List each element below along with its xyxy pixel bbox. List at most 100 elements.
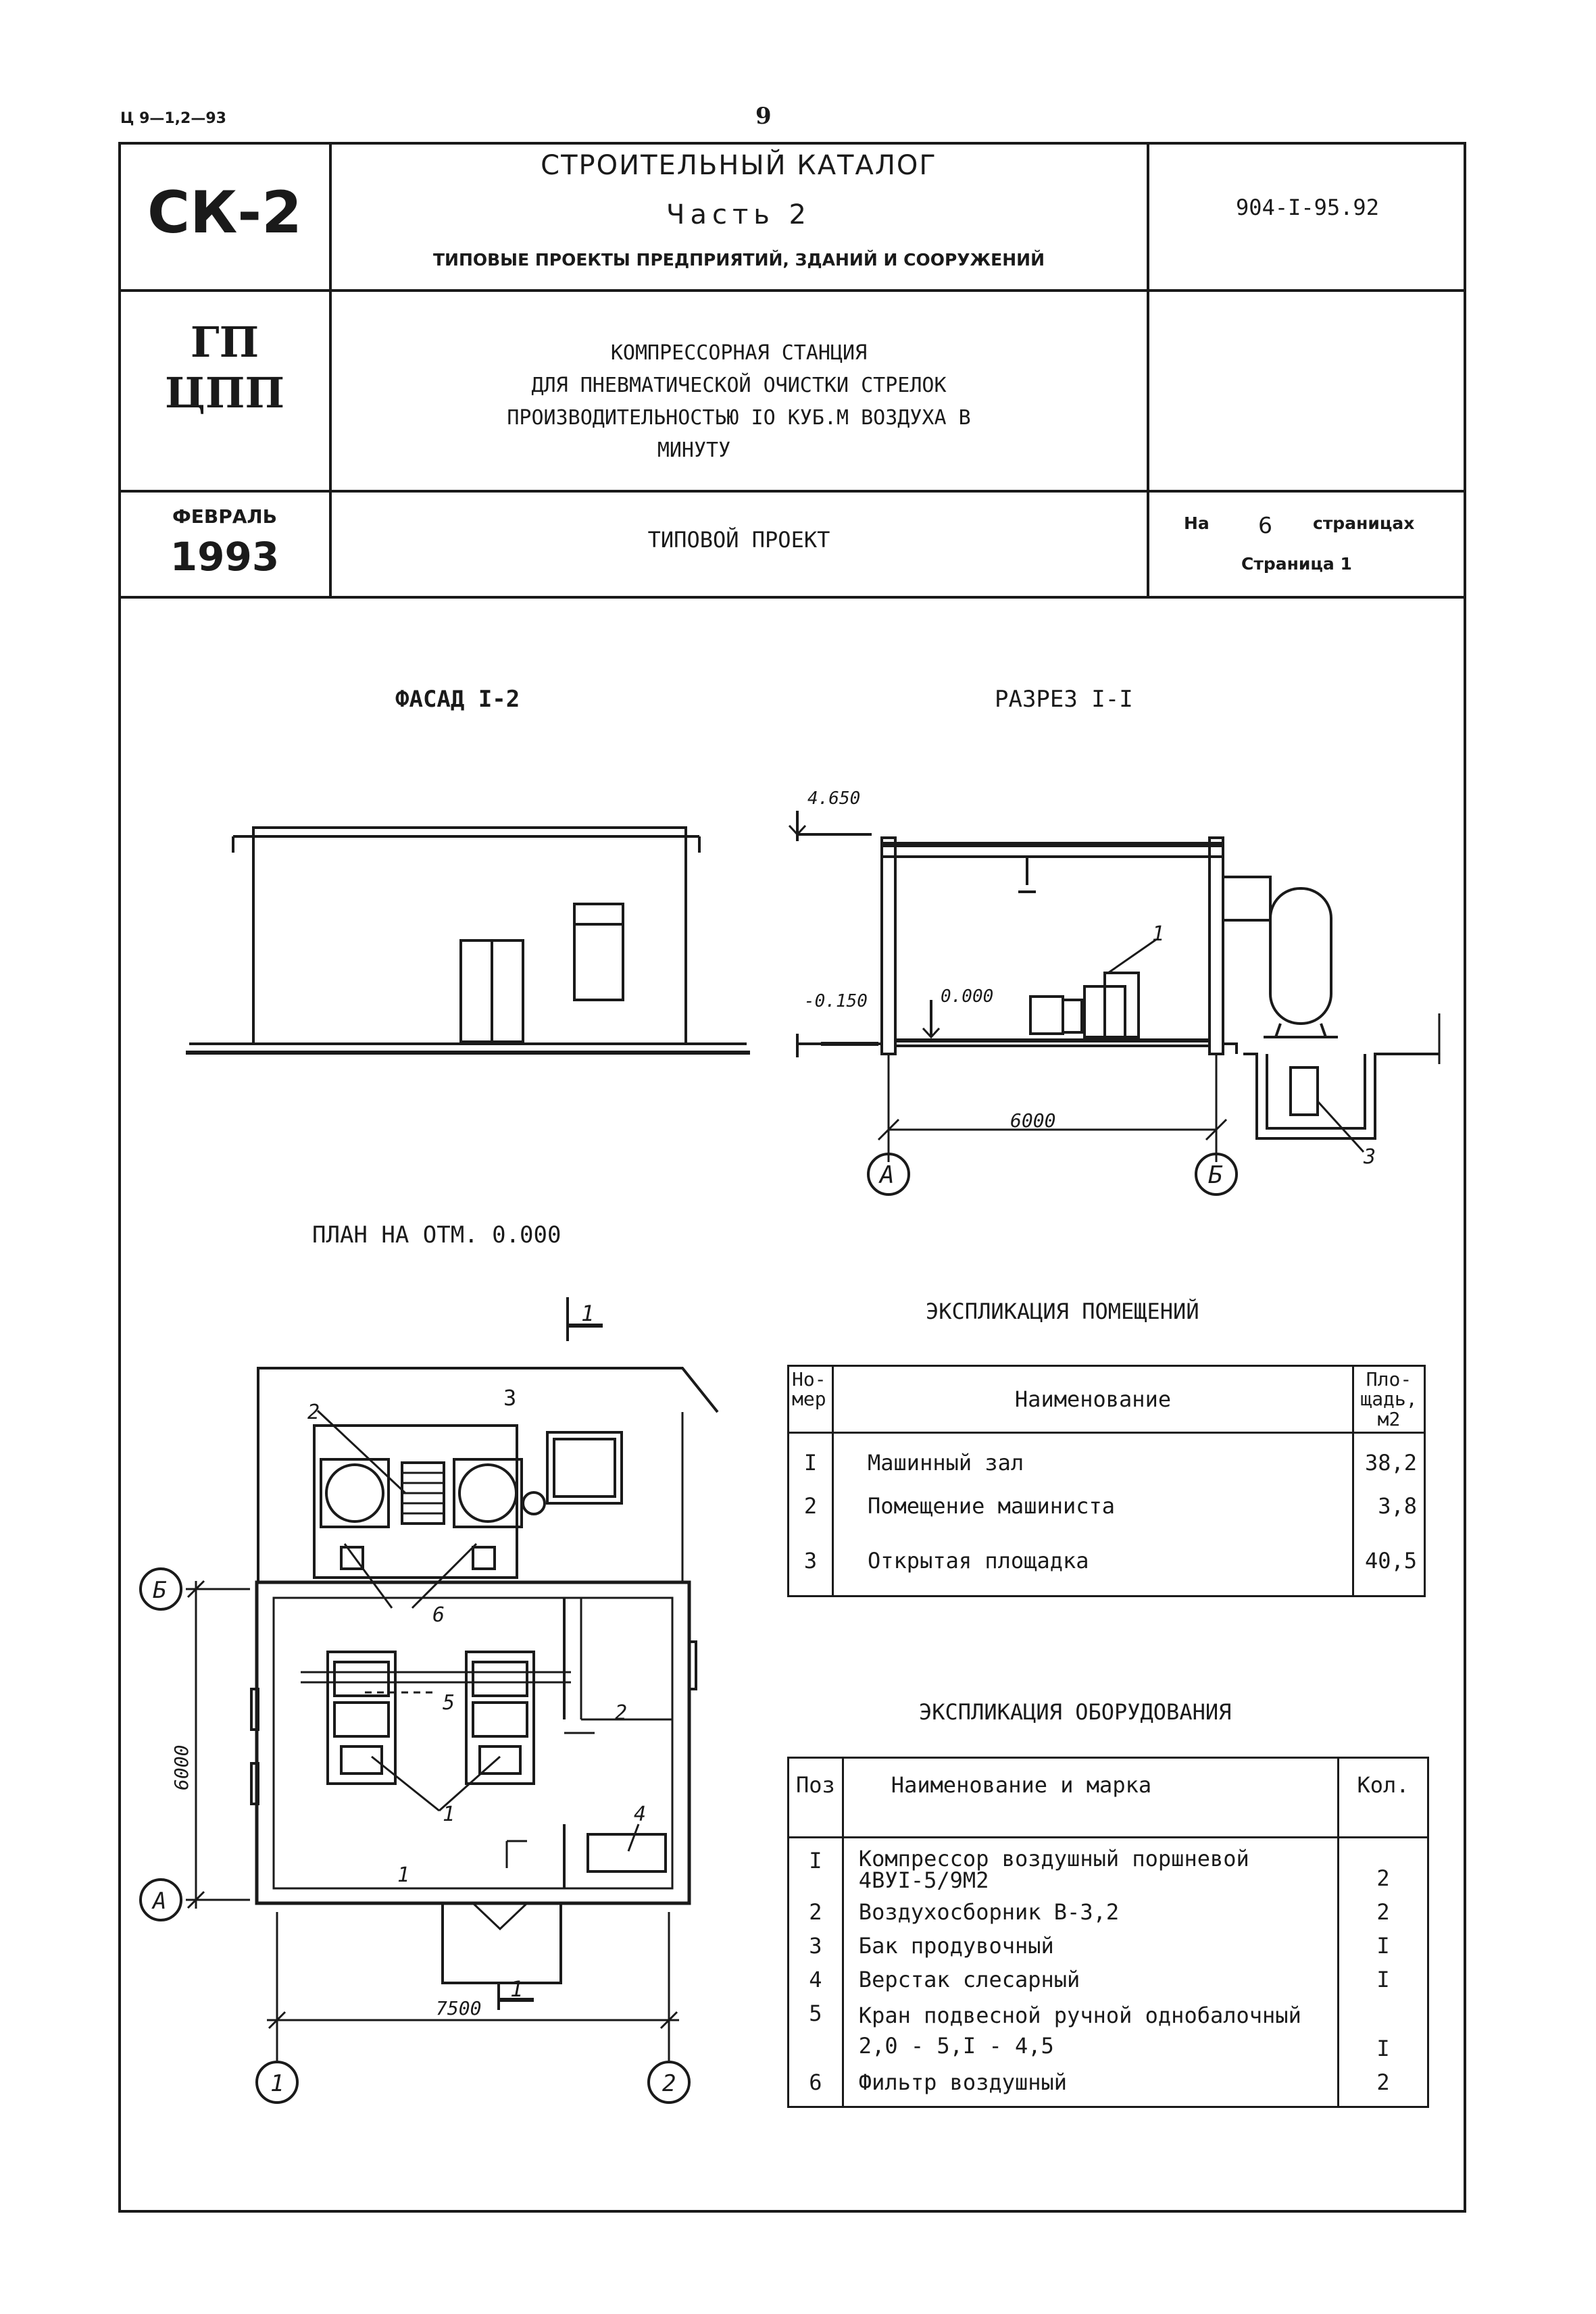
cell: I [1337,1929,1429,1963]
org-code-2: ЦПП [164,368,284,418]
equipment-table-title: ЭКСПЛИКАЦИЯ ОБОРУДОВАНИЯ [919,1699,1232,1725]
table-row: 2 Помещение машиниста 3,8 [787,1483,1426,1534]
elevation-ground: -0.150 [804,991,868,1011]
divider [118,490,1466,493]
elevation-top: 4.650 [807,788,860,809]
cell: Машинный зал [832,1432,1354,1484]
table-row: 4 Верстак слесарный I [787,1963,1429,1996]
cell: 2 [1337,1895,1429,1929]
workbench [587,1833,667,1873]
equipment-table: Поз Наименование и марка Кол. I Компресс… [787,1757,1429,2108]
rooms-col-number: Но- мер [787,1364,834,1434]
page-number: 9 [755,103,772,130]
project-title-line: МИНУТУ [657,438,731,462]
plan-title: ПЛАН НА ОТМ. 0.000 [312,1222,562,1249]
switchboard [546,1431,623,1505]
axis-label: 1 [270,2070,284,2097]
project-title-line: ДЛЯ ПНЕВМАТИЧЕСКОЙ ОЧИСТКИ СТРЕЛОК [531,374,947,397]
room-label: 3 [503,1385,516,1411]
callout-label: 1 [1152,922,1164,946]
plan-dimension-horizontal: 7500 [436,1997,481,2019]
catalog-title: СТРОИТЕЛЬНЫЙ КАТАЛОГ [541,150,937,181]
axis-marker [255,2061,299,2104]
room-label: 1 [397,1863,409,1887]
table-row: 3 Бак продувочный I [787,1929,1429,1963]
receiver-section [1222,876,1338,1038]
divider [118,596,1466,599]
axis-label: Б [153,1577,167,1604]
rooms-col-area: Пло- щадь, м2 [1352,1364,1426,1434]
cell: 3,8 [1352,1483,1426,1534]
cell: Фильтр воздушный [841,2065,1340,2108]
catalog-subtitle: ТИПОВЫЕ ПРОЕКТЫ ПРЕДПРИЯТИЙ, ЗДАНИЙ И СО… [432,250,1045,270]
section-dimension: 6000 [1010,1109,1055,1132]
cut-label: 1 [581,1301,594,1326]
pages-suffix: страницах [1313,513,1415,533]
callout-label: 3 [1363,1145,1376,1169]
cell: 2 [787,1483,834,1534]
page-indicator: Страница 1 [1241,554,1352,574]
equipment-col-name: Наименование и марка [841,1757,1340,1838]
compressor-plan [465,1651,535,1785]
air-filter [340,1546,364,1570]
project-type: ТИПОВОЙ ПРОЕКТ [647,527,830,553]
table-row: 5 Кран подвесной ручной однобалочный 2,0… [787,1996,1429,2065]
table-row: I Компрессор воздушный поршневой 4ВУI-5/… [787,1837,1429,1895]
axis-label: 2 [662,2070,676,2097]
project-title-line: ПРОИЗВОДИТЕЛЬНОСТЬЮ IO КУБ.М ВОЗДУХА В [507,406,971,430]
axis-marker [647,2061,691,2104]
section-title: РАЗРЕЗ I-I [995,686,1133,713]
pages-prefix: На [1184,513,1210,533]
table-row: 3 Открытая площадка 40,5 [787,1534,1426,1598]
cut-label: 1 [510,1976,523,2002]
org-code-1: ГП [190,318,259,367]
axis-marker [1195,1153,1238,1196]
rooms-table-title: ЭКСПЛИКАЦИЯ ПОМЕЩЕНИЙ [926,1299,1199,1324]
callout-label: 2 [307,1401,320,1424]
cell: 6 [787,2065,844,2108]
facade-drawing [186,826,750,1055]
plan-dimension-vertical: 6000 [170,1745,193,1790]
table-row: I Машинный зал 38,2 [787,1432,1426,1484]
cell: Воздухосборник В-3,2 [841,1895,1340,1929]
page-code: Ц 9—1,2—93 [120,110,226,127]
callout-label: 4 [634,1803,646,1826]
axis-marker [139,1567,182,1611]
cell: I [787,1837,844,1895]
blowdown-tank [1289,1066,1319,1116]
issue-year: 1993 [170,534,280,580]
cell: Кран подвесной ручной однобалочный 2,0 -… [841,1996,1340,2065]
cell: 3 [787,1534,834,1598]
air-filter [472,1546,496,1570]
cell: 4 [787,1963,844,1996]
receiver [325,1463,384,1523]
column [880,836,897,1055]
compressor-section [1029,972,1140,1038]
rooms-table: Но- мер Наименование Пло- щадь, м2 I Маш… [787,1364,1426,1598]
axis-marker [867,1153,910,1196]
cell: 5 [787,1996,844,2065]
axis-label: А [151,1888,166,1915]
window [573,903,624,1001]
receiver [458,1463,518,1523]
cell: Бак продувочный [841,1929,1340,1963]
pages-count: 6 [1258,512,1272,538]
facade-title: ФАСАД I-2 [395,686,520,713]
cell: I [1337,1963,1429,1996]
divider [329,142,332,598]
axis-label: Б [1208,1161,1223,1189]
cell: I [1337,1996,1429,2065]
rooms-col-name: Наименование [832,1364,1354,1434]
elevation-floor: 0.000 [941,986,993,1007]
cell: I [787,1432,834,1484]
cell: Компрессор воздушный поршневой 4ВУI-5/9М… [841,1837,1340,1895]
column [1208,836,1224,1055]
divider [118,289,1466,292]
equipment-col-pos: Поз [787,1757,844,1838]
cell: Открытая площадка [832,1534,1354,1598]
series-code: СК-2 [147,179,302,247]
catalog-part: Часть 2 [666,199,812,230]
sheet-frame [118,142,1466,2213]
project-number: 904-I-95.92 [1236,195,1379,220]
